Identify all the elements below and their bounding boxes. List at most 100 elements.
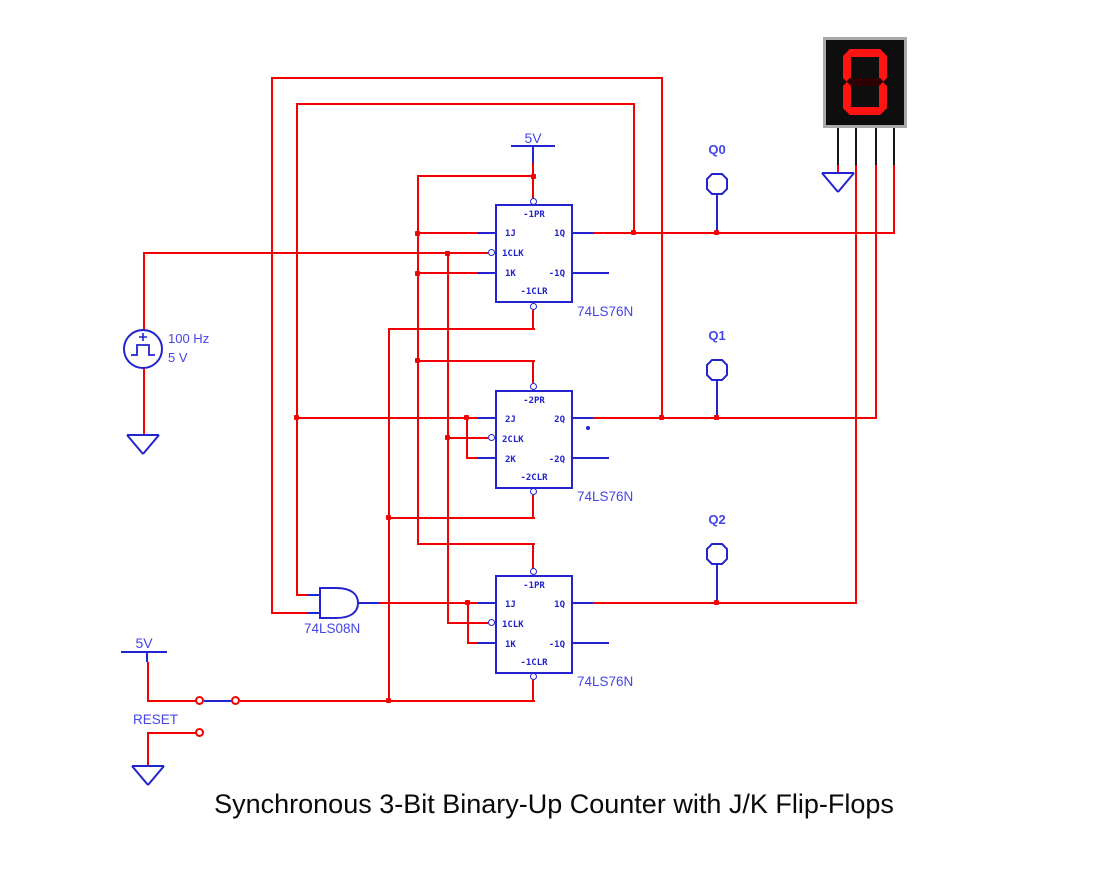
wire-q2-row[interactable] — [592, 602, 857, 604]
wire-q0-row[interactable] — [592, 232, 895, 234]
wire-and-out[interactable] — [378, 602, 469, 604]
wire-ff1-j[interactable] — [417, 232, 479, 234]
ff3-clr-bubble — [530, 673, 537, 680]
ground-icon[interactable] — [820, 171, 856, 195]
wire-ff2clr-stub[interactable] — [532, 495, 534, 519]
junction — [386, 515, 391, 520]
junction — [294, 415, 299, 420]
wire-ff1clr-stub[interactable] — [532, 310, 534, 330]
junction — [415, 231, 420, 236]
wire-clock-row[interactable] — [143, 252, 488, 254]
ff3-qn-label: -1Q — [548, 640, 565, 650]
clock-frequency-label: 100 Hz — [168, 331, 210, 346]
wire-q1-feedback-top[interactable] — [271, 77, 663, 79]
ff1-k-label: 1K — [505, 269, 516, 279]
wire-reset-row[interactable] — [148, 732, 196, 734]
ff2-k-stub — [477, 457, 495, 459]
wire-q0-feedback-top[interactable] — [296, 103, 635, 105]
wire-display-pin1[interactable] — [837, 165, 839, 174]
switch-blade[interactable] — [204, 700, 232, 702]
wire-display-pin2[interactable] — [855, 165, 857, 604]
wire-and-in-b[interactable] — [271, 612, 308, 614]
ff1-pr-bubble — [530, 198, 537, 205]
wire-q0-feedback-right[interactable] — [633, 103, 635, 234]
display-pin-stub — [875, 128, 877, 165]
wire-ff2-pr[interactable] — [417, 360, 535, 362]
display-pin-stub — [837, 128, 839, 165]
vcc-bottom-label[interactable]: 5V — [135, 635, 153, 651]
wire-ff3-j[interactable] — [467, 602, 479, 604]
switch-contact-5v[interactable] — [195, 696, 204, 705]
wire-vcc-to-ff1pr[interactable] — [532, 163, 534, 199]
wire-ff3pr-stub[interactable] — [532, 543, 534, 569]
wire-clock-top[interactable] — [143, 252, 145, 330]
flipflop-2[interactable]: -2PR 2J 2CLK 2K -2CLR 2Q -2Q — [495, 390, 573, 489]
reset-label: RESET — [133, 712, 179, 727]
ff2-j-label: 2J — [505, 415, 516, 425]
wire-display-pin4[interactable] — [893, 165, 895, 234]
ff1-k-stub — [477, 272, 495, 274]
wire-ff3-jk-tie[interactable] — [467, 602, 469, 644]
ff2-part-label: 74LS76N — [577, 489, 634, 504]
ff3-q-label: 1Q — [554, 600, 565, 610]
and-gate[interactable] — [306, 584, 370, 624]
display-pin-stub — [893, 128, 895, 165]
and-in-a-stub — [308, 594, 322, 596]
ff1-clk-bubble — [488, 249, 495, 256]
probe-q1-stub — [716, 380, 718, 417]
ground-icon[interactable] — [125, 433, 161, 457]
junction — [659, 415, 664, 420]
flipflop-3[interactable]: -1PR 1J 1CLK 1K -1CLR 1Q -1Q — [495, 575, 573, 674]
wire-reset-gnd[interactable] — [147, 732, 149, 765]
ff3-k-stub — [477, 642, 495, 644]
junction — [415, 271, 420, 276]
vcc-bottom-bar — [121, 651, 167, 653]
wire-ff2-jk-tie[interactable] — [466, 417, 468, 459]
segment-e — [843, 82, 851, 112]
wire-vcc-branch[interactable] — [417, 175, 535, 177]
ff1-qn-stub — [573, 272, 609, 274]
seven-segment-display[interactable] — [823, 37, 907, 128]
wire-q1-feedback-left[interactable] — [271, 77, 273, 614]
vcc-top-label[interactable]: 5V — [524, 130, 542, 146]
flipflop-1[interactable]: -1PR 1J 1CLK 1K -1CLR 1Q -1Q — [495, 204, 573, 303]
seven-segment-digit-0 — [843, 49, 887, 115]
wire-q1-feedback-right[interactable] — [661, 77, 663, 419]
probe-q1[interactable] — [704, 357, 730, 383]
ff2-qn-label: -2Q — [548, 455, 565, 465]
wire-ff1-clr[interactable] — [388, 328, 535, 330]
probe-q2[interactable] — [704, 541, 730, 567]
probe-q2-stub — [716, 564, 718, 602]
switch-pole[interactable] — [231, 696, 240, 705]
wire-q1-row[interactable] — [592, 417, 877, 419]
probe-q1-label: Q1 — [708, 328, 726, 343]
junction — [714, 230, 719, 235]
wire-display-pin3[interactable] — [875, 165, 877, 419]
ff1-clr-label: -1CLR — [520, 287, 548, 297]
clock-source[interactable] — [122, 328, 166, 372]
ff1-j-stub — [477, 232, 495, 234]
wire-clock-gnd[interactable] — [143, 368, 145, 434]
switch-contact-reset[interactable] — [195, 728, 204, 737]
ground-icon[interactable] — [130, 764, 166, 788]
wire-and-in-a[interactable] — [296, 594, 308, 596]
ff1-clr-bubble — [530, 303, 537, 310]
ff3-clk-label: 1CLK — [502, 620, 524, 630]
ff3-part-label: 74LS76N — [577, 674, 634, 689]
wire-ff2-j[interactable] — [296, 417, 479, 419]
ff3-j-label: 1J — [505, 600, 516, 610]
wire-ff2-k-tie[interactable] — [466, 457, 479, 459]
wire-q0-feedback-left[interactable] — [296, 103, 298, 596]
wire-vcc-to-switch[interactable] — [148, 700, 196, 702]
wire-ff2pr-stub[interactable] — [532, 360, 534, 383]
wire-vcc2-stem[interactable] — [147, 662, 149, 702]
wire-ff3-k-tie[interactable] — [467, 642, 479, 644]
probe-q0[interactable] — [704, 171, 730, 197]
vcc2-stub — [146, 653, 148, 662]
wire-ff3-pr[interactable] — [417, 543, 535, 545]
wire-ff3clr-stub[interactable] — [532, 680, 534, 702]
ff3-k-label: 1K — [505, 640, 516, 650]
wire-ff2-clr[interactable] — [388, 517, 535, 519]
ff1-clk-label: 1CLK — [502, 249, 524, 259]
